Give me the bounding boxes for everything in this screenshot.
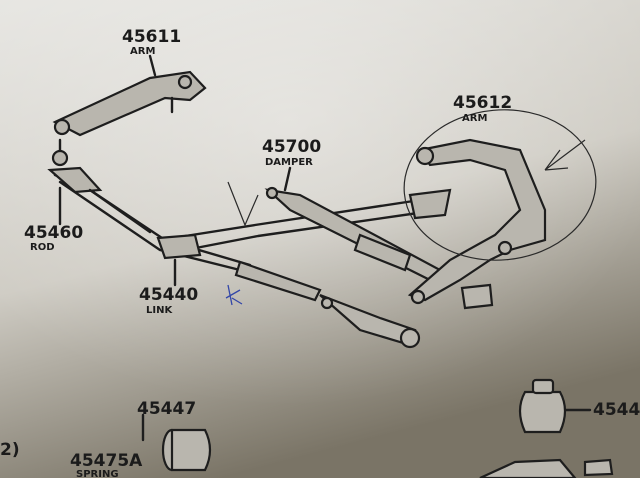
- part-number-45612: 45612: [453, 93, 512, 113]
- bottom-right-part-drawing: [479, 458, 614, 478]
- part-number-45700: 45700: [262, 137, 321, 157]
- handwritten-arrow: [544, 139, 586, 171]
- arm-45612-drawing: [407, 138, 547, 310]
- part-name-arm-45611: ARM: [130, 46, 155, 57]
- part-number-45440: 45440: [139, 285, 198, 305]
- part-name-link: LINK: [146, 305, 173, 316]
- part-number-45611: 45611: [122, 27, 181, 47]
- handwritten-checkmark: [227, 181, 259, 227]
- bushing-45447-drawing: [141, 413, 212, 472]
- part-number-45447: 45447: [137, 399, 196, 419]
- part-number-4544-partial: 4544: [593, 400, 640, 420]
- edge-fragment-text: 2): [0, 440, 20, 460]
- part-number-45460: 45460: [24, 223, 83, 243]
- bushing-4544-drawing: [518, 378, 592, 434]
- part-name-damper: DAMPER: [265, 157, 313, 168]
- part-name-rod: ROD: [30, 242, 55, 253]
- arm-45611-drawing: [51, 70, 207, 167]
- rod-and-link-drawing: [47, 166, 421, 349]
- damper-45700-drawing: [156, 186, 452, 282]
- handwritten-circle: [403, 109, 597, 261]
- part-number-45475a: 45475A: [70, 451, 143, 471]
- part-name-arm-45612: ARM: [462, 113, 487, 124]
- part-name-spring: SPRING: [76, 469, 119, 478]
- handwritten-mark-blue: [225, 284, 243, 306]
